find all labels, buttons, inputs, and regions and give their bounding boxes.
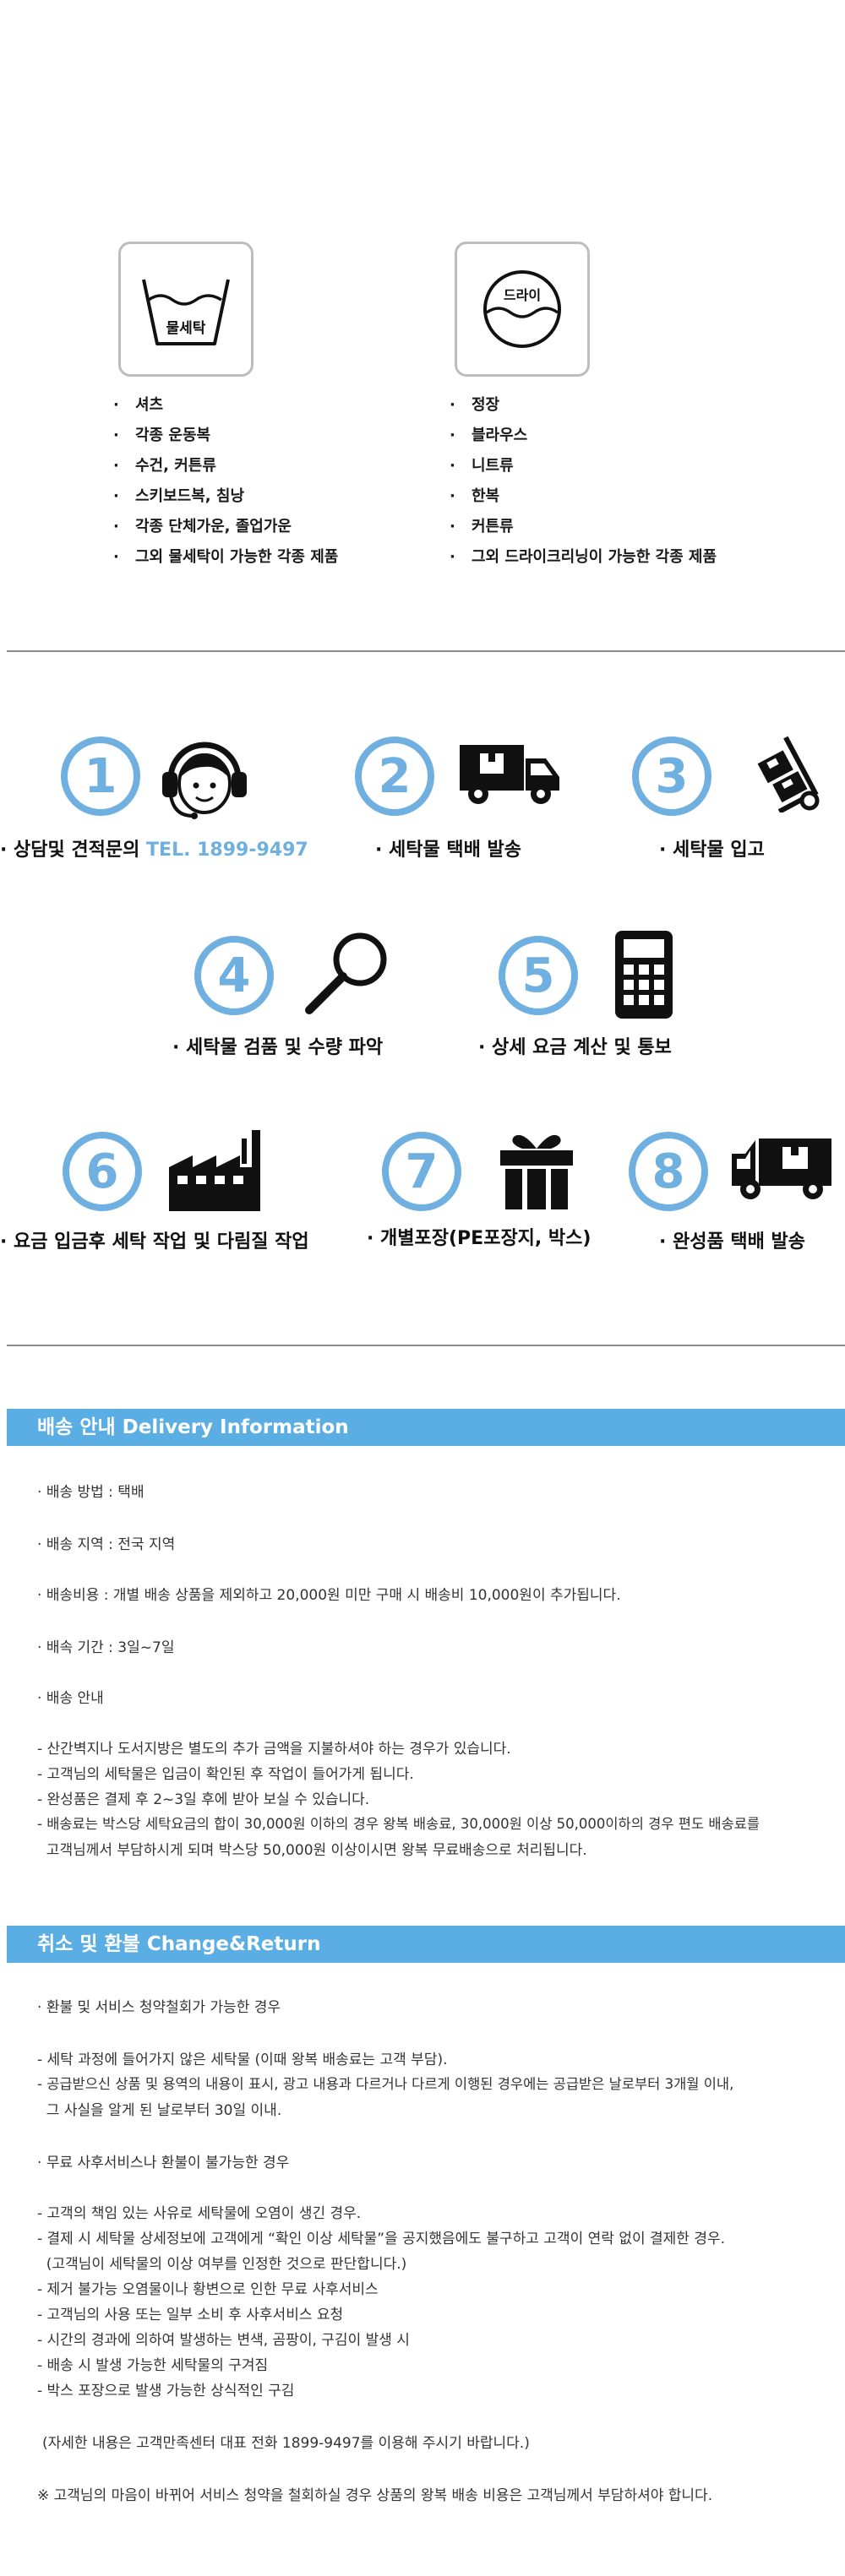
dry-clean-item-list: ·정장 ·블라우스 ·니트류 ·한복 ·커튼류 ·그외 드라이크리닝이 가능한 …	[450, 390, 717, 573]
step-label-8: · 완성품 택배 발송	[659, 1231, 806, 1253]
refund-possible-item: 그 사실을 알게 된 날로부터 30일 이내.	[37, 2102, 282, 2119]
hand-truck-icon	[757, 736, 820, 812]
refund-impossible-item: - 배송 시 발생 가능한 세탁물의 구겨짐	[37, 2357, 269, 2374]
list-item: ·커튼류	[450, 518, 514, 535]
delivery-region: · 배송 지역 : 전국 지역	[37, 1536, 176, 1553]
delivery-note: - 산간벽지나 도서지방은 별도의 추가 금액을 지불하셔야 하는 경우가 있습…	[37, 1741, 511, 1758]
list-item: ·스키보드복, 침낭	[113, 487, 245, 505]
delivery-cost: · 배송비용 : 개별 배송 상품을 제외하고 20,000원 미만 구매 시 …	[37, 1587, 621, 1604]
water-wash-icon	[142, 279, 230, 345]
refund-possible-title: · 환불 및 서비스 청약철회가 가능한 경우	[37, 1999, 281, 2016]
factory-icon	[169, 1130, 260, 1211]
delivery-note: 고객님께서 부담하시게 되며 박스당 50,000원 이상이시면 왕복 무료배송…	[37, 1842, 587, 1859]
step-number-5: 5	[499, 936, 578, 1015]
list-item: ·수건, 커튼류	[113, 457, 216, 475]
step-number-2: 2	[355, 736, 434, 816]
delivery-note: - 완성품은 결제 후 2~3일 후에 받아 보실 수 있습니다.	[37, 1791, 370, 1808]
list-item: ·각종 운동복	[113, 427, 211, 444]
list-item: ·그외 물세탁이 가능한 각종 제품	[113, 548, 339, 566]
list-item: ·니트류	[450, 457, 514, 475]
water-wash-item-list: ·셔츠 ·각종 운동복 ·수건, 커튼류 ·스키보드복, 침낭 ·각종 단체가운…	[113, 390, 338, 573]
magnifying-glass-icon	[305, 932, 387, 1014]
delivery-truck-icon	[460, 745, 559, 804]
dry-clean-icon	[483, 270, 561, 348]
step-label-3: · 세탁물 입고	[659, 840, 765, 861]
delivery-period: · 배속 기간 : 3일~7일	[37, 1639, 175, 1656]
dry-clean-icon-text: 드라이	[503, 287, 542, 303]
refund-possible-item: - 공급받으신 상품 및 용역의 내용이 표시, 광고 내용과 다르거나 다르게…	[37, 2076, 734, 2092]
refund-impossible-item: - 박스 포장으로 발생 가능한 상식적인 구김	[37, 2383, 295, 2399]
refund-impossible-item: - 고객님의 사용 또는 일부 소비 후 사후서비스 요청	[37, 2307, 344, 2323]
return-section-header: 취소 및 환불 Change&Return	[7, 1926, 845, 1963]
step-number-7: 7	[382, 1132, 461, 1211]
refund-impossible-title: · 무료 사후서비스나 환불이 불가능한 경우	[37, 2155, 290, 2171]
delivery-note: - 고객님의 세탁물은 입금이 확인된 후 작업이 들어가게 됩니다.	[37, 1766, 414, 1783]
list-item: ·한복	[450, 487, 500, 505]
headset-agent-icon	[162, 742, 247, 819]
step-label-5: · 상세 요금 계산 및 통보	[478, 1037, 672, 1058]
consult-tel: TEL. 1899-9497	[146, 840, 308, 861]
refund-impossible-item: - 결제 시 세탁물 상세정보에 고객에게 “확인 이상 세탁물”을 공지했음에…	[37, 2231, 726, 2247]
list-item: ·블라우스	[450, 427, 528, 444]
section-divider	[7, 650, 845, 652]
water-wash-icon-text: 물세탁	[166, 320, 206, 337]
delivery-method: · 배송 방법 : 택배	[37, 1484, 144, 1501]
refund-impossible-item: - 고객의 책임 있는 사유로 세탁물에 오염이 생긴 경우.	[37, 2205, 362, 2222]
delivery-section-header: 배송 안내 Delivery Information	[7, 1409, 845, 1446]
water-wash-symbol	[118, 242, 254, 377]
list-item: ·그외 드라이크리닝이 가능한 각종 제품	[450, 548, 717, 566]
calculator-icon	[615, 931, 673, 1019]
step-label-2: · 세탁물 택배 발송	[375, 840, 522, 861]
step-number-1: 1	[61, 736, 140, 816]
step-label-7: · 개별포장(PE포장지, 박스)	[367, 1228, 592, 1249]
refund-possible-item: - 세탁 과정에 들어가지 않은 세탁물 (이때 왕복 배송료는 고객 부담).	[37, 2052, 448, 2068]
list-item: ·각종 단체가운, 졸업가운	[113, 518, 292, 535]
customer-center-contact: (자세한 내용은 고객만족센터 대표 전화 1899-9497를 이용해 주시기…	[42, 2435, 530, 2452]
step-number-4: 4	[194, 936, 274, 1015]
section-divider	[7, 1345, 845, 1346]
list-item: ·셔츠	[113, 396, 164, 414]
return-shipping-notice: ※ 고객님의 마음이 바뀌어 서비스 청약을 철회하실 경우 상품의 왕복 배송…	[37, 2487, 713, 2504]
refund-impossible-item: (고객님이 세탁물의 이상 여부를 인정한 것으로 판단합니다.)	[37, 2256, 407, 2273]
dry-clean-symbol	[455, 242, 590, 377]
refund-impossible-item: - 제거 불가능 오염물이나 황변으로 인한 무료 사후서비스	[37, 2281, 379, 2298]
step-label-1: · 상담및 견적문의 TEL. 1899-9497	[0, 840, 308, 861]
step-number-8: 8	[629, 1132, 708, 1211]
step-number-3: 3	[632, 736, 711, 816]
refund-impossible-item: - 시간의 경과에 의하여 발생하는 변색, 곰팡이, 구김이 발생 시	[37, 2332, 410, 2349]
step-number-6: 6	[63, 1132, 142, 1211]
step-label-6: · 요금 입금후 세탁 작업 및 다림질 작업	[0, 1231, 309, 1253]
delivery-van-icon	[732, 1139, 831, 1199]
delivery-guide-title: · 배송 안내	[37, 1690, 104, 1707]
delivery-note: - 배송료는 박스당 세탁요금의 합이 30,000원 이하의 경우 왕복 배송…	[37, 1816, 760, 1832]
list-item: ·정장	[450, 396, 500, 414]
gift-box-icon	[500, 1134, 573, 1209]
step-label-4: · 세탁물 검품 및 수량 파악	[172, 1037, 384, 1058]
